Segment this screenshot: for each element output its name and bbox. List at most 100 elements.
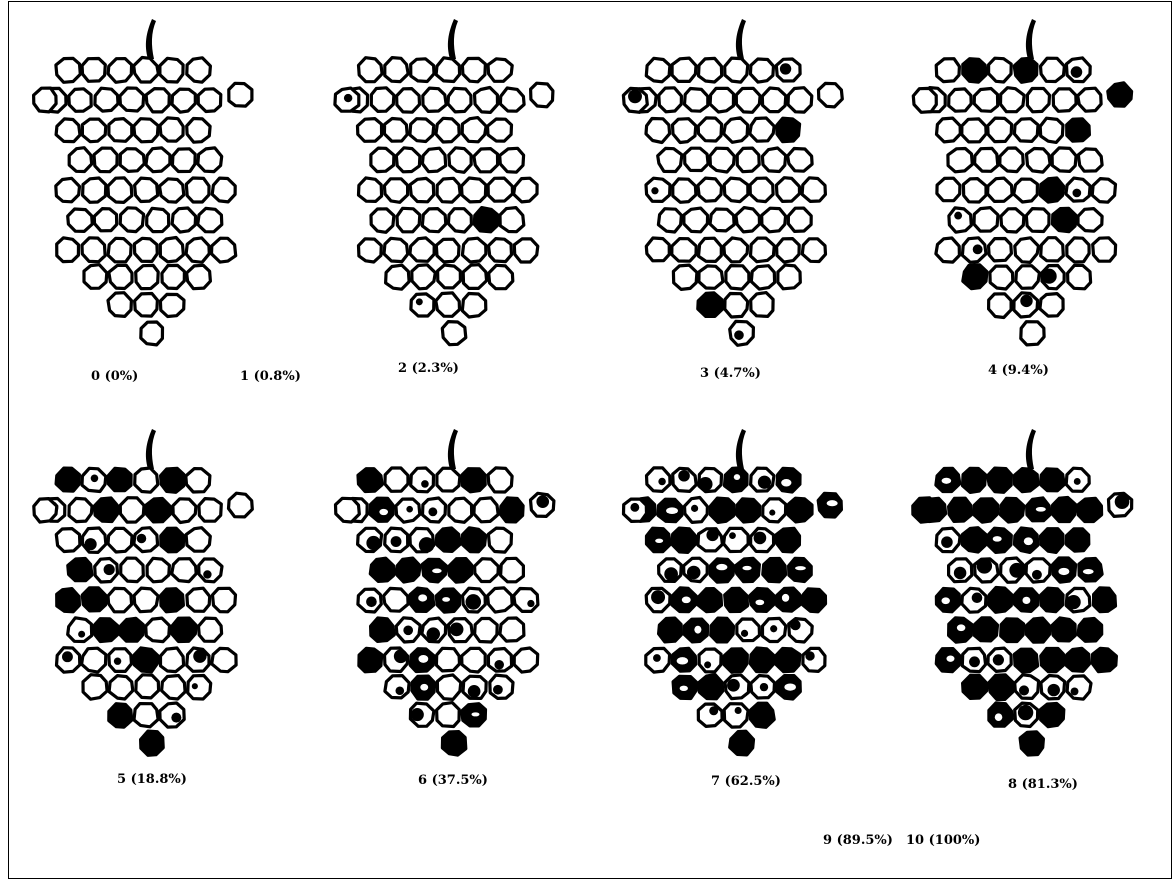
berry	[698, 529, 723, 551]
berry	[989, 239, 1012, 261]
berry	[818, 493, 841, 517]
berry	[448, 209, 471, 232]
berry	[737, 619, 760, 641]
berry	[990, 266, 1013, 289]
berry	[698, 293, 723, 317]
berry	[750, 589, 775, 612]
berry	[135, 468, 158, 492]
berry	[359, 239, 382, 262]
berry	[134, 588, 158, 612]
berry	[410, 119, 434, 142]
berry	[1040, 294, 1063, 317]
berry	[936, 589, 959, 612]
berry	[120, 498, 144, 522]
berry	[762, 148, 785, 172]
berry	[777, 118, 800, 141]
berry	[82, 238, 105, 262]
berry	[730, 731, 754, 755]
berry	[988, 178, 1013, 201]
berry	[1014, 589, 1038, 612]
berry	[108, 59, 132, 83]
berry	[134, 58, 159, 83]
stem	[1026, 19, 1036, 59]
berry	[802, 589, 826, 612]
berry	[141, 731, 164, 755]
berry	[658, 499, 682, 522]
berry	[474, 208, 498, 232]
berry	[673, 265, 697, 289]
berry	[474, 149, 498, 172]
berry	[109, 265, 132, 288]
berry	[751, 238, 775, 262]
berry	[146, 618, 170, 642]
berry	[134, 528, 158, 552]
berry	[162, 265, 185, 288]
berry	[724, 528, 749, 551]
berry	[788, 498, 812, 522]
berry	[83, 178, 106, 202]
berry	[462, 704, 486, 726]
berry	[385, 58, 408, 82]
berry	[646, 238, 669, 261]
berry	[212, 238, 236, 262]
berry	[1027, 89, 1049, 112]
berry	[501, 558, 524, 582]
berry	[187, 265, 211, 288]
berry	[949, 89, 972, 111]
berry	[724, 178, 748, 202]
berry	[730, 321, 754, 345]
berry	[108, 468, 131, 490]
berry	[488, 59, 512, 82]
grape-cluster-class-8	[910, 425, 1140, 760]
berry	[1094, 588, 1116, 612]
berry	[684, 208, 708, 232]
berry	[173, 499, 196, 523]
berry	[1040, 704, 1063, 727]
berry	[462, 648, 486, 672]
berry	[462, 294, 486, 318]
grape-cluster-class-7	[620, 425, 850, 760]
berry	[109, 119, 132, 142]
berry	[56, 119, 80, 142]
berry	[684, 558, 708, 581]
berry	[751, 293, 773, 317]
berry	[974, 89, 998, 112]
berry	[698, 589, 722, 612]
berry	[988, 118, 1012, 142]
berry	[213, 588, 236, 612]
berry	[172, 149, 195, 172]
berry	[212, 648, 236, 671]
berry	[1001, 558, 1025, 582]
berry	[384, 238, 408, 261]
berry	[500, 88, 524, 111]
berry	[186, 469, 210, 492]
berry	[699, 266, 723, 288]
berry	[411, 59, 434, 82]
berry	[1052, 498, 1076, 522]
berry	[488, 649, 511, 672]
berry	[198, 148, 222, 172]
berry	[989, 58, 1012, 82]
berry	[763, 618, 786, 641]
label-class-4: 4 (9.4%)	[988, 363, 1049, 378]
berry	[763, 499, 786, 522]
berry	[948, 149, 972, 172]
berry	[410, 703, 434, 726]
berry	[437, 178, 460, 202]
berry	[963, 675, 987, 698]
berry	[673, 676, 697, 698]
berry	[422, 618, 446, 642]
berry	[672, 528, 696, 552]
berry	[172, 208, 196, 232]
berry	[988, 468, 1012, 492]
berry	[412, 265, 436, 289]
berry	[68, 559, 92, 581]
berry	[724, 649, 748, 672]
berry	[136, 675, 159, 698]
berry	[936, 59, 959, 82]
berry	[1000, 498, 1023, 522]
berry	[436, 528, 460, 551]
berry	[750, 118, 774, 141]
berry	[725, 58, 748, 82]
berry	[963, 468, 986, 492]
